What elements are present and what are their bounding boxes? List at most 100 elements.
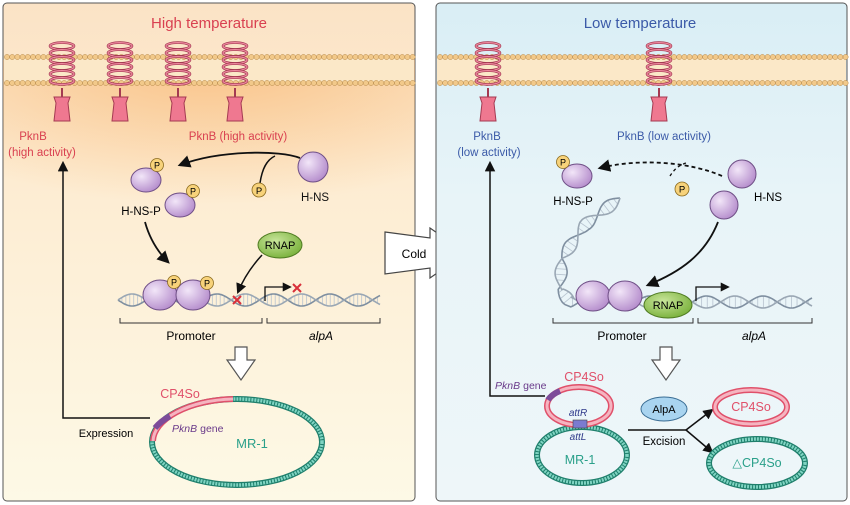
hns-protein [727,159,757,189]
lipid-head [535,80,542,86]
lipid-head [801,80,807,86]
lipid-head [463,80,469,86]
lipid-head [437,54,443,60]
expression-down-arrow [650,346,682,382]
lipid-head [795,80,802,86]
excision-arrow-up [685,408,714,431]
blocked-transcription-mark [292,283,302,293]
lipid-head [712,54,719,60]
lipid-head [525,54,532,60]
hns-p-protein [130,167,162,193]
lipid-head [738,54,745,60]
lipid-head [399,80,406,86]
lipid-head [639,54,646,60]
base-pair [563,244,574,253]
lipid-head [723,54,729,60]
left-panel-title: High temperature [151,15,267,32]
base-pair [607,200,615,210]
pknb-label: PknB [473,131,501,143]
phosphate-group [674,181,690,197]
lipid-head [35,54,42,60]
phosphate-group [251,182,267,198]
lipid-head [639,80,646,86]
delta-cp4so-label: △CP4So [732,456,781,470]
lipid-head [212,80,218,86]
lipid-head [697,80,703,86]
phosphorylation-arrow [177,151,301,168]
lipid-head [40,54,47,60]
lipid-head [97,54,104,60]
transmembrane-helix-highlight [165,76,191,85]
lipid-head [258,80,265,86]
lipid-head [702,54,709,60]
lipid-head [144,80,151,86]
lipid-head [634,80,641,86]
lipid-head [452,54,459,60]
lipid-head [14,80,21,86]
lipid-head [30,80,36,86]
lipid-head [608,80,615,86]
right-panel-background [435,2,848,502]
expression-down-arrow [225,346,257,382]
lipid-head [4,54,10,60]
lipid-head [139,54,146,60]
lipid-head [362,54,369,60]
phosphate-label: P [256,186,262,197]
expression-feedback-arrow [57,160,150,419]
lipid-head [738,80,745,86]
lipid-head [827,80,833,86]
lipid-head [707,54,714,60]
lipid-head [326,54,333,60]
lipid-head [342,80,348,86]
lipid-head [368,80,374,86]
expression-feedback-arrow [484,160,545,397]
lipid-head [520,54,527,60]
lipid-head [619,54,625,60]
lipid-head [723,80,729,86]
lipid-head [842,54,849,60]
right-panel-title: Low temperature [584,15,697,32]
phosphate-label: P [154,161,160,171]
promoter-bracket [119,318,263,324]
lipid-head [749,80,755,86]
lipid-head [707,80,714,86]
lipid-head [279,80,286,86]
pknb-activity-label: (high activity) [8,147,76,159]
excised-cp4so-label: CP4So [731,400,771,414]
lipid-head [201,80,208,86]
pknb-gene-name: PknB [495,380,520,392]
lipid-head [378,80,385,86]
base-pair [613,198,619,205]
cell-membrane [437,54,849,86]
lipid-head [530,54,537,60]
lipid-head [790,54,797,60]
lipid-head [593,80,599,86]
lipid-head [582,54,589,60]
lipid-head [676,80,683,86]
lipid-head [712,80,719,86]
lipid-head [196,80,203,86]
lipid-head [35,80,42,86]
lipid-head [697,54,703,60]
lipid-head [546,54,553,60]
lipid-head [785,54,792,60]
lipid-head [728,54,735,60]
lipid-head [790,80,797,86]
lipid-head [603,80,610,86]
lipid-head [19,80,26,86]
lipid-head [556,80,563,86]
lipid-head [82,80,88,86]
lipid-head [509,80,516,86]
phosphate-join-line [669,162,687,177]
lipid-head [608,54,615,60]
lipid-head [409,54,416,60]
lipid-head [806,80,813,86]
promoter-bracket [552,318,694,324]
kinase-domain [650,96,668,122]
lipid-head [541,80,547,86]
lipid-head [515,80,521,86]
pknb-receptors [474,41,673,122]
lipid-head [785,80,792,86]
lipid-head [598,54,605,60]
